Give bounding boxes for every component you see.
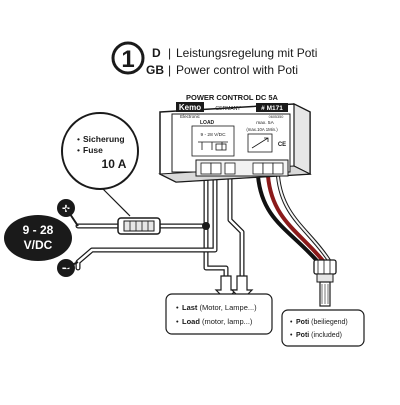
module-country: GERMANY xyxy=(215,106,241,112)
poti-box-line-2: Poti (included) xyxy=(296,332,342,339)
poti-info-box: • Poti (beiliegend) • Poti (included) xyxy=(281,309,365,347)
module-max-current: max. 5A xyxy=(256,120,274,126)
model-plate xyxy=(256,103,288,112)
module-title: POWER CONTROL DC 5A xyxy=(186,93,279,102)
ce-mark: CE xyxy=(278,142,286,148)
module-model: # M171 xyxy=(261,105,283,112)
module: POWER CONTROL DC 5A Kemo Electronic GERM… xyxy=(158,93,312,183)
load-box-line-1-bold: Last xyxy=(182,303,198,312)
step-circle xyxy=(111,41,145,75)
load-label: LOAD xyxy=(200,120,215,126)
terminals xyxy=(200,162,284,175)
brand-sub: Electronic xyxy=(180,114,201,119)
fuse-bullet-2: • xyxy=(77,145,80,155)
power-source-badge xyxy=(4,215,72,261)
load-box-bullet-1: • xyxy=(176,303,179,312)
fuse-cartridge xyxy=(123,220,155,232)
header: 1 D | Leistungsregelung mit Poti GB | Po… xyxy=(111,41,317,77)
poti-box-line-1: Poti (beiliegend) xyxy=(296,319,348,326)
wire-minus xyxy=(76,174,217,270)
fuse-ribs xyxy=(129,221,149,231)
load-box-line-1: Last (Motor, Lampe...) xyxy=(182,303,257,312)
fuse-callout-circle xyxy=(61,112,139,190)
fuse-rating: 10 A xyxy=(102,157,127,171)
fuse-callout-line xyxy=(99,185,131,217)
module-part-no: 0605350 xyxy=(269,115,284,119)
step-number: 1 xyxy=(121,46,134,73)
wire-poti-red xyxy=(266,174,326,264)
brand-name: Kemo xyxy=(179,103,201,112)
poti-box-line-2-rest: (included) xyxy=(309,332,342,339)
terminal-2 xyxy=(210,162,222,175)
poti-symbol-box xyxy=(247,133,273,153)
wire-poti-black xyxy=(256,174,320,264)
title-gb: Power control with Poti xyxy=(176,63,298,77)
wires xyxy=(75,173,332,285)
poti-shaft-knurl xyxy=(321,284,329,304)
power-voltage-line2: V/DC xyxy=(24,238,53,252)
terminal-1 xyxy=(200,162,212,175)
load-box-frame xyxy=(165,293,273,335)
poti-pins xyxy=(317,260,331,274)
wire-poti-white xyxy=(277,175,331,263)
fuse-callout: • Sicherung • Fuse 10 A xyxy=(61,112,139,217)
poti-box-line-1-bold: Poti xyxy=(296,319,309,326)
fuse-holder-icon xyxy=(117,217,161,235)
load-box-line-2-rest: (motor, lamp...) xyxy=(200,317,253,326)
terminal-3 xyxy=(224,162,236,175)
title-de: Leistungsregelung mit Poti xyxy=(176,46,317,60)
power-source: + − 9 - 28 V/DC xyxy=(4,199,79,277)
load-box-line-2-bold: Load xyxy=(182,317,200,326)
circuit-traces xyxy=(198,141,228,150)
terminal-4 xyxy=(252,162,264,175)
circuit-motor-symbol xyxy=(215,143,227,151)
fuse-bullet-1: • xyxy=(77,134,80,144)
lang-gb: GB xyxy=(146,63,164,77)
terminal-6 xyxy=(272,162,284,175)
lang-de: D xyxy=(152,46,161,60)
poti-box-bullet-2: • xyxy=(290,332,293,339)
module-voltage: 9 - 28 V/DC xyxy=(200,132,226,138)
poti-box-line-1-rest: (beiliegend) xyxy=(309,319,348,326)
wire-load-b xyxy=(228,174,244,284)
load-box-line-1-rest: (Motor, Lampe...) xyxy=(197,303,257,312)
wire-load-a xyxy=(204,224,228,284)
poti-symbol-arrow xyxy=(251,137,269,149)
separator-de: | xyxy=(168,46,171,60)
poti-nut xyxy=(316,273,334,283)
power-voltage-line1: 9 - 28 xyxy=(23,223,54,237)
power-leads xyxy=(65,207,79,269)
potentiometer-icon xyxy=(313,259,337,307)
poti-box-frame xyxy=(281,309,365,347)
load-box-line-2: Load (motor, lamp...) xyxy=(182,317,253,326)
load-info-box: • Last (Motor, Lampe...) • Load (motor, … xyxy=(165,293,273,335)
module-max-current-peak: (max.10A 1Min.) xyxy=(246,127,278,132)
load-box-bullet-2: • xyxy=(176,317,179,326)
poti-box-line-2-bold: Poti xyxy=(296,332,309,339)
poti-body xyxy=(313,259,337,275)
fuse-label-en: Fuse xyxy=(83,145,103,155)
separator-gb: | xyxy=(168,63,171,77)
module-side xyxy=(293,103,311,175)
junction-dot xyxy=(202,222,210,230)
fuse-label-de: Sicherung xyxy=(83,134,125,144)
brand-plate xyxy=(176,102,204,112)
poti-box-bullet-1: • xyxy=(290,319,293,326)
circuit-box xyxy=(191,125,235,157)
terminal-5 xyxy=(262,162,274,175)
